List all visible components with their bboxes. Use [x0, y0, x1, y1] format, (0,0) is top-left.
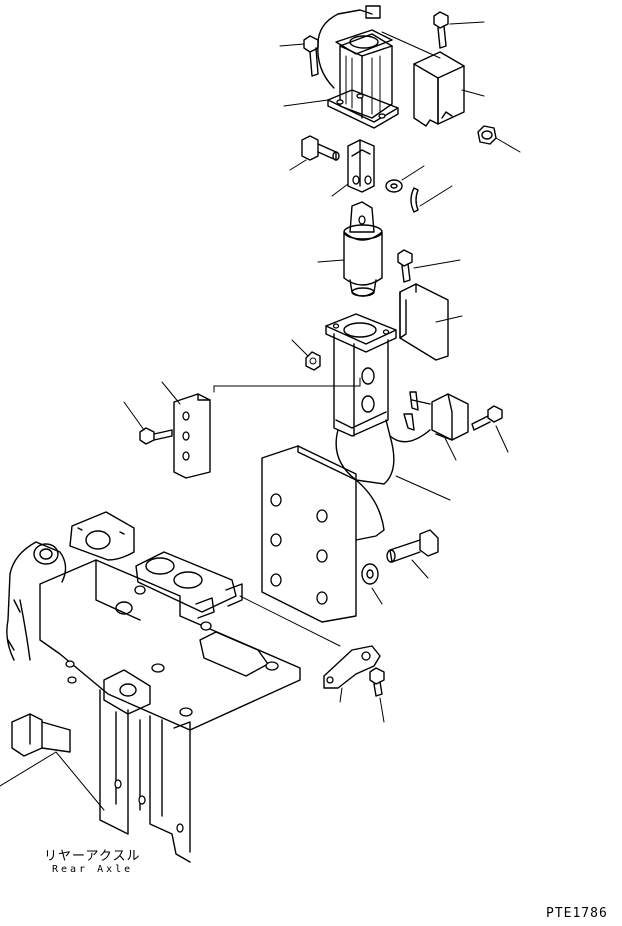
bolt-icon [303, 35, 319, 77]
clevis-yoke [347, 139, 375, 193]
solenoid-assembly [317, 5, 399, 129]
bolt-icon [397, 249, 413, 283]
cotter-pin-icon [410, 187, 419, 213]
rear-axle-casting [6, 511, 301, 863]
lever-bracket [323, 645, 381, 689]
nut-icon [305, 351, 321, 371]
sensor-unit [389, 391, 469, 443]
part-label-english: Rear Axle [52, 864, 134, 875]
bolt-icon [369, 667, 385, 697]
connector-plug [365, 5, 381, 19]
mounting-bracket [173, 393, 211, 479]
valve-housing [325, 313, 397, 437]
cover-bracket [413, 51, 465, 127]
clevis-pin [301, 135, 340, 161]
plunger-shaft [343, 201, 383, 297]
part-label-japanese: リヤーアクスル [44, 849, 141, 864]
bolt-icon [386, 529, 439, 563]
base-mounting-plate [261, 419, 395, 623]
bolt-icon [433, 11, 449, 49]
bolt-icon [471, 405, 503, 431]
bolt-icon [139, 427, 173, 445]
cover-plate [399, 283, 449, 361]
washer-icon [361, 563, 379, 585]
drawing-code: PTE1786 [546, 906, 608, 921]
washer-icon [385, 179, 403, 193]
nut-icon [477, 125, 497, 145]
